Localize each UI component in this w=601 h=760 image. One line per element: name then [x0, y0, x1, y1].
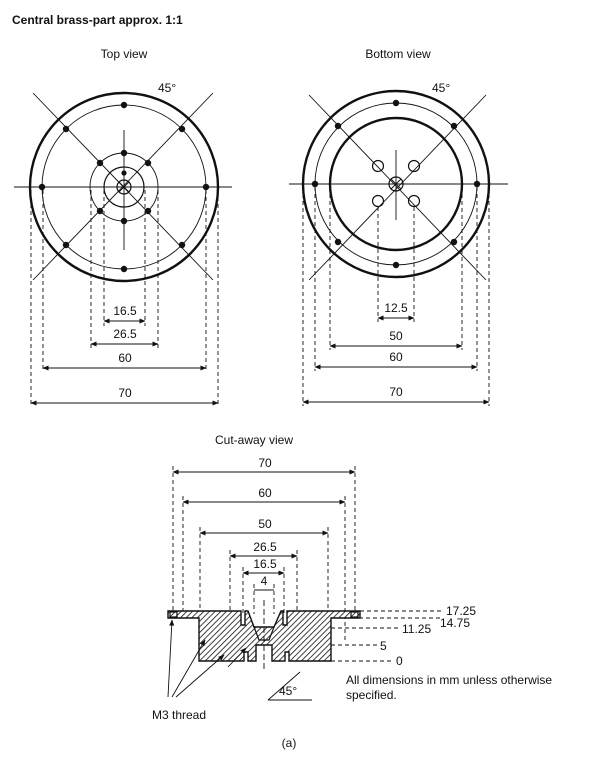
bottom-outer-hole-s [392, 261, 400, 269]
top-hub-hole-n [121, 170, 127, 176]
top-outer-hole-sw [62, 241, 70, 249]
bottom-outer-hole-sw [334, 238, 342, 246]
cut-dim-60: 60 [258, 486, 272, 500]
chamfer-arrow [227, 647, 247, 668]
cut-dim-50: 50 [258, 517, 272, 531]
top-outer-hole-n [120, 101, 128, 109]
top-inner-hole-se [144, 207, 152, 215]
figure-caption: (a) [282, 736, 297, 750]
thread-label: M3 thread [152, 708, 206, 722]
top-dim-26-5: 26.5 [113, 327, 137, 341]
bottom-small-hole-se [407, 194, 421, 208]
thread-leader-3 [175, 654, 225, 698]
dimensions-note-line-1: All dimensions in mm unless otherwise [346, 673, 552, 687]
top-outer-hole-ne [178, 125, 186, 133]
top-dim-16-5: 16.5 [113, 304, 137, 318]
bottom-dim-12-5: 12.5 [384, 301, 408, 315]
bottom-outer-hole-ne [450, 122, 458, 130]
cut-dim-16-5: 16.5 [253, 557, 277, 571]
top-inner-hole-nw [96, 159, 104, 167]
top-dim-70: 70 [118, 386, 132, 400]
bottom-outer-hole-nw [334, 122, 342, 130]
thread-hole-right [350, 611, 359, 618]
bottom-view-angle-label: 45° [432, 81, 450, 95]
bottom-dim-60: 60 [389, 350, 403, 364]
drawing-title: Central brass-part approx. 1:1 [12, 13, 183, 27]
bottom-outer-hole-se [450, 238, 458, 246]
thread-leader-2 [171, 639, 206, 698]
cut-dim-26-5: 26.5 [253, 540, 277, 554]
top-dim-60: 60 [118, 351, 132, 365]
bottom-center-cross-b [390, 178, 402, 190]
angle-leg [267, 671, 301, 701]
cutaway-view-label: Cut-away view [215, 433, 293, 447]
height-0: 0 [396, 654, 403, 668]
height-5: 5 [380, 639, 387, 653]
top-center-hole [116, 179, 132, 195]
top-outer-hole-nw [62, 125, 70, 133]
top-outer-circle [28, 91, 220, 283]
bottom-outer-circle [301, 89, 491, 279]
bottom-view: Bottom view 45° [289, 47, 508, 406]
top-inner-hole-sw [96, 207, 104, 215]
top-inner-circle [103, 166, 145, 208]
bottom-center-hole [388, 176, 404, 192]
thread-leader-1 [167, 619, 175, 698]
bottom-small-hole-ne [407, 159, 421, 173]
height-17-25: 17.25 [446, 604, 476, 618]
top-outer-hole-e [202, 183, 210, 191]
dimensions-note-line-2: specified. [346, 688, 397, 702]
top-inner-hole-ne [144, 159, 152, 167]
top-view-label: Top view [101, 47, 148, 61]
thread-hole-left [169, 611, 178, 618]
bottom-outer-hole-e [473, 180, 481, 188]
top-view: Top view 45° [14, 47, 232, 406]
top-view-angle-label: 45° [158, 81, 176, 95]
bottom-dim-70: 70 [389, 385, 403, 399]
height-11-25: 11.25 [402, 622, 431, 636]
top-outer-hole-w [38, 183, 46, 191]
bottom-dim-50: 50 [389, 329, 403, 343]
height-14-75: 14.75 [440, 616, 470, 630]
chamfer-angle-label: 45° [279, 684, 297, 698]
top-outer-hole-s [120, 265, 128, 273]
bottom-outer-hole-w [311, 180, 319, 188]
bottom-step-circle [328, 116, 464, 252]
bottom-small-hole-nw [371, 159, 385, 173]
top-inner-hole-n [120, 149, 128, 157]
top-inner-hole-s [120, 217, 128, 225]
cut-dim-70: 70 [258, 456, 272, 470]
cutaway-view: Cut-away view 70 60 50 26.5 16.5 4 [152, 433, 552, 722]
top-center-cross-b [118, 181, 130, 193]
bottom-small-hole-sw [371, 194, 385, 208]
bottom-outer-hole-n [392, 99, 400, 107]
bottom-view-label: Bottom view [365, 47, 431, 61]
cut-dim-4: 4 [261, 574, 268, 588]
top-outer-hole-se [178, 241, 186, 249]
